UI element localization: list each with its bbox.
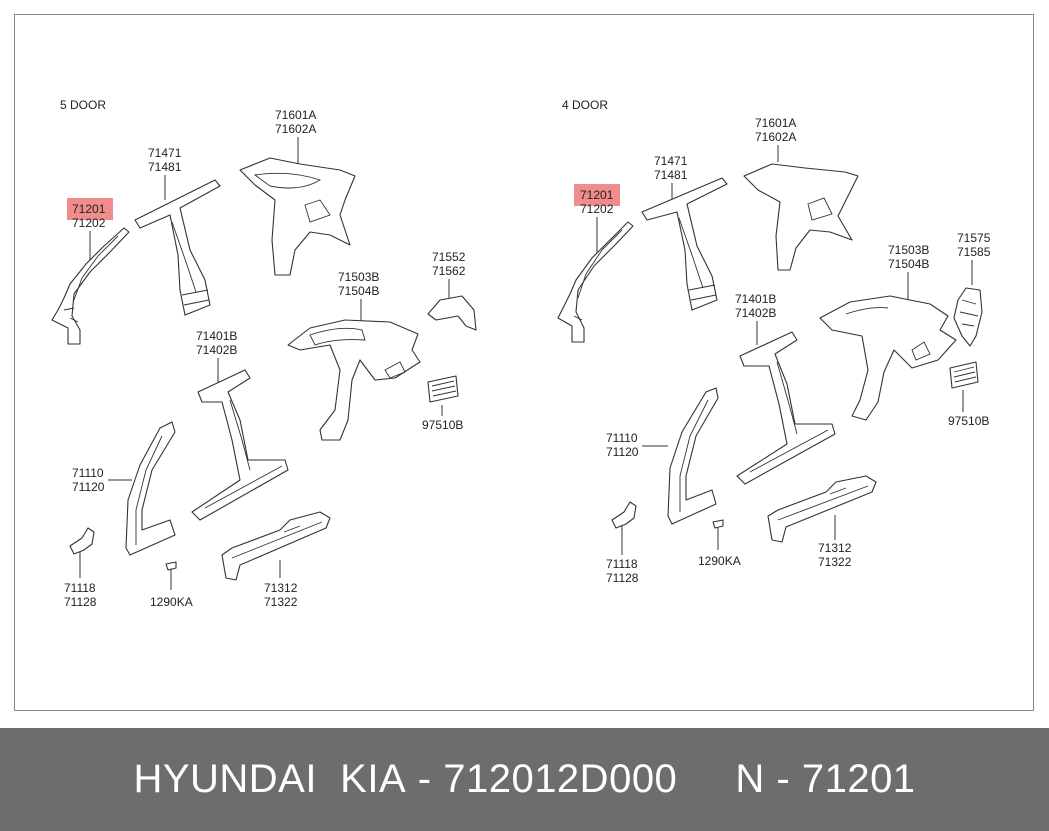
left-label-71128[interactable]: 71128: [64, 595, 97, 609]
left-label-71601a[interactable]: 71601A: [275, 108, 316, 122]
right-part-quarter-outer: [819, 295, 957, 421]
right-label-71312[interactable]: 71312: [818, 541, 852, 555]
right-part-center-pillar: [736, 331, 836, 485]
left-label-71471[interactable]: 71471: [148, 146, 182, 160]
right-label-71504b[interactable]: 71504B: [888, 257, 929, 271]
right-label-71401b[interactable]: 71401B: [735, 292, 776, 306]
footer-part-number: 712012D000: [443, 757, 678, 801]
footer-separator: -: [406, 757, 444, 801]
parts-diagram: 5 DOOR 71201 71202 71471 71481 71601A 71…: [51, 98, 991, 609]
right-label-71602a[interactable]: 71602A: [755, 130, 796, 144]
left-part-bracket-71552: [427, 295, 477, 331]
right-label-71402b[interactable]: 71402B: [735, 306, 776, 320]
right-label-71585[interactable]: 71585: [957, 245, 991, 259]
right-part-vent-97510b: [949, 361, 979, 389]
right-label-71471[interactable]: 71471: [654, 154, 688, 168]
left-label-71562[interactable]: 71562: [432, 264, 466, 278]
right-highlight-71201: [574, 184, 620, 206]
left-label-71504b[interactable]: 71504B: [338, 284, 379, 298]
footer-bar: HYUNDAI KIA - 712012D000 N - 71201: [0, 728, 1049, 831]
right-label-71322[interactable]: 71322: [818, 555, 852, 569]
left-label-71402b[interactable]: 71402B: [196, 343, 237, 357]
right-part-bracket-71118: [611, 501, 637, 529]
left-label-71118[interactable]: 71118: [64, 581, 96, 595]
right-panel-title: 4 DOOR: [562, 98, 608, 112]
right-part-side-sill: [767, 475, 877, 543]
footer-brand: HYUNDAI KIA: [133, 757, 407, 801]
right-label-71503b[interactable]: 71503B: [888, 243, 929, 257]
right-label-71202[interactable]: 71202: [580, 202, 614, 216]
left-label-71202[interactable]: 71202: [72, 216, 106, 230]
left-part-a-pillar-inner: [51, 227, 130, 345]
left-panel: 5 DOOR 71201 71202 71471 71481 71601A 71…: [51, 98, 477, 609]
left-label-71201[interactable]: 71201: [72, 202, 106, 216]
right-label-71120[interactable]: 71120: [606, 445, 639, 459]
right-panel: 4 DOOR 71201 71202 71471 71481 71601A 71…: [557, 98, 991, 585]
left-part-bracket-71118: [69, 527, 95, 555]
right-part-roof-rail: [641, 177, 728, 311]
right-part-quarter-inner: [743, 163, 859, 271]
left-label-71312[interactable]: 71312: [264, 581, 298, 595]
left-label-1290ka[interactable]: 1290KA: [150, 595, 193, 609]
left-panel-title: 5 DOOR: [60, 98, 106, 112]
left-label-71503b[interactable]: 71503B: [338, 270, 379, 284]
diagram-frame: [14, 14, 1034, 711]
right-label-1290ka[interactable]: 1290KA: [698, 554, 741, 568]
right-label-71201[interactable]: 71201: [580, 188, 614, 202]
left-label-71110[interactable]: 71110: [72, 466, 104, 480]
footer-gap: [677, 757, 735, 802]
left-part-roof-rail: [134, 179, 221, 316]
left-label-71401b[interactable]: 71401B: [196, 329, 237, 343]
left-label-71322[interactable]: 71322: [264, 595, 298, 609]
right-label-71601a[interactable]: 71601A: [755, 116, 796, 130]
right-part-a-pillar-inner: [557, 221, 634, 343]
left-label-71552[interactable]: 71552: [432, 250, 466, 264]
left-part-quarter-outer: [287, 319, 421, 441]
footer-ref: N - 71201: [735, 757, 916, 801]
left-label-97510b[interactable]: 97510B: [422, 418, 463, 432]
right-part-front-pillar-lower: [667, 387, 719, 525]
right-label-97510b[interactable]: 97510B: [948, 414, 989, 428]
left-highlight-71201: [67, 198, 113, 220]
right-label-71481[interactable]: 71481: [654, 168, 688, 182]
left-part-grommet: [165, 561, 177, 571]
left-label-71602a[interactable]: 71602A: [275, 122, 316, 136]
right-label-71110[interactable]: 71110: [606, 431, 638, 445]
right-label-71575[interactable]: 71575: [957, 231, 991, 245]
right-label-71128[interactable]: 71128: [606, 571, 639, 585]
right-part-bracket-71575: [953, 287, 983, 347]
left-part-center-pillar: [191, 369, 289, 521]
left-part-vent-97510b: [427, 375, 459, 403]
left-label-71481[interactable]: 71481: [148, 160, 182, 174]
left-part-side-sill: [221, 511, 331, 581]
right-label-71118[interactable]: 71118: [606, 557, 638, 571]
left-label-71120[interactable]: 71120: [72, 480, 105, 494]
left-part-quarter-inner: [239, 157, 356, 276]
right-part-grommet: [712, 519, 724, 529]
left-part-front-pillar-lower: [125, 421, 176, 556]
